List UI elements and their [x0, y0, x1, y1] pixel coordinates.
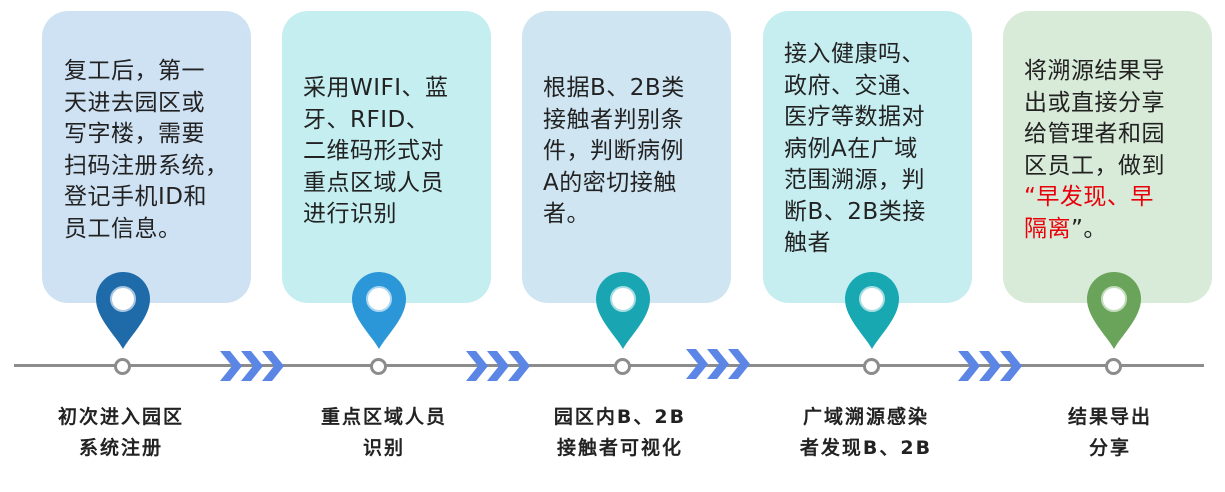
step-1-line: 复工后，第一 [64, 58, 205, 84]
step-4-card [763, 11, 972, 303]
step-2-description: 采用WIFI、蓝 牙、RFID、 二维码形式对 重点区域人员 进行识别 [303, 73, 449, 231]
step-1-line: 员工信息。 [64, 215, 182, 242]
step-4-line: 医疗等数据对 [784, 104, 925, 130]
step-5-highlight-line: 隔离”。 [1024, 214, 1165, 246]
step-4-line: 政府、交通、 [784, 72, 925, 99]
step-5-card [1003, 11, 1212, 303]
step-4-label: 广域溯源感染 者发现B、2B [766, 402, 966, 464]
step-5-highlight-line: “早发现、早 [1024, 182, 1165, 214]
step-1-description: 复工后，第一 天进去园区或 写字楼，需要 扫码注册系统， 登记手机ID和 员工信… [64, 56, 229, 245]
triple-chevron-arrow-icon [686, 349, 750, 379]
triple-chevron-arrow-icon [466, 351, 530, 381]
step-2-line: 采用WIFI、蓝 [303, 75, 449, 101]
step-1-label-line: 系统注册 [78, 437, 163, 459]
timeline-dot [1105, 358, 1122, 375]
quote-open: “ [1024, 184, 1037, 210]
step-1-line: 扫码注册系统， [64, 152, 229, 179]
timeline-dot [370, 358, 387, 375]
step-2-line: 重点区域人员 [303, 169, 444, 196]
step-3-line: 接触者判别条 [543, 106, 684, 133]
highlight-text: 早发现、早 [1036, 184, 1154, 210]
step-1-location-pin-icon [96, 272, 150, 349]
timeline-dot [863, 358, 880, 375]
step-5-label-line: 结果导出 [1067, 406, 1152, 428]
timeline-line [14, 364, 1204, 367]
step-4-line: 断B、2B类接 [784, 198, 926, 225]
step-2-line: 二维码形式对 [303, 138, 444, 164]
step-4-line: 触者 [784, 230, 831, 256]
step-5-label-line: 分享 [1088, 437, 1131, 459]
step-3-line: 者。 [543, 201, 590, 227]
triple-chevron-arrow-icon [220, 351, 284, 381]
step-2-label-line: 重点区域人员 [320, 406, 447, 428]
step-5-location-pin-icon [1087, 272, 1141, 349]
step-3-line: A的密切接触 [543, 169, 677, 196]
step-1-card [42, 11, 251, 303]
step-5-line: 将溯源结果导 [1024, 58, 1165, 84]
step-4-location-pin-icon [845, 272, 899, 349]
step-5-line: 区员工，做到 [1024, 152, 1165, 179]
step-4-label-line: 广域溯源感染 [802, 406, 929, 428]
timeline-dot [114, 358, 131, 375]
timeline-dot [614, 358, 631, 375]
step-3-card [522, 11, 731, 303]
step-3-label-line: 园区内B、2B [553, 406, 687, 428]
step-4-description: 接入健康吗、 政府、交通、 医疗等数据对 病例A在广域 范围溯源，判 断B、2B… [784, 39, 926, 260]
step-4-label-line: 者发现B、2B [799, 437, 933, 459]
step-1-label: 初次进入园区 系统注册 [21, 402, 221, 464]
step-1-line: 写字楼，需要 [64, 121, 205, 147]
step-5-line: 给管理者和园 [1024, 121, 1165, 147]
step-5-label: 结果导出 分享 [1010, 402, 1210, 464]
step-5-description: 将溯源结果导 出或直接分享 给管理者和园 区员工，做到 “早发现、早 隔离”。 [1024, 56, 1165, 245]
step-3-location-pin-icon [596, 272, 650, 349]
step-3-label: 园区内B、2B 接触者可视化 [520, 402, 720, 464]
step-2-line: 牙、RFID、 [303, 106, 430, 133]
step-2-label-line: 识别 [362, 437, 405, 459]
step-2-card [282, 11, 491, 303]
step-1-label-line: 初次进入园区 [57, 406, 184, 428]
step-4-line: 范围溯源，判 [784, 167, 925, 193]
step-3-line: 件，判断病例 [543, 138, 684, 164]
step-1-line: 登记手机ID和 [64, 184, 207, 210]
highlight-text: 隔离 [1024, 215, 1071, 242]
step-2-line: 进行识别 [303, 201, 397, 227]
step-4-line: 接入健康吗、 [784, 41, 925, 67]
step-4-line: 病例A在广域 [784, 135, 918, 162]
step-5-line: 出或直接分享 [1024, 89, 1165, 116]
step-2-label: 重点区域人员 识别 [284, 402, 484, 464]
triple-chevron-arrow-icon [958, 351, 1022, 381]
step-3-label-line: 接触者可视化 [556, 437, 683, 459]
step-1-line: 天进去园区或 [64, 89, 205, 116]
step-2-location-pin-icon [352, 272, 406, 349]
step-3-line: 根据B、2B类 [543, 75, 685, 101]
quote-close: ”。 [1071, 215, 1107, 242]
step-3-description: 根据B、2B类 接触者判别条 件，判断病例 A的密切接触 者。 [543, 73, 685, 231]
